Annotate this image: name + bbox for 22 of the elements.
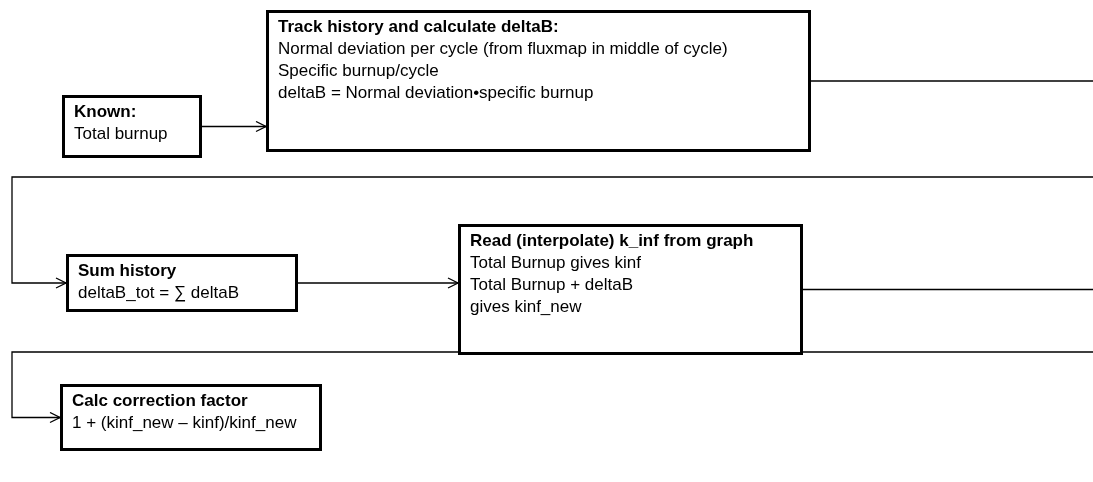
process-box [60,384,322,451]
box-text: Total Burnup gives kinf [470,252,643,274]
arrow [201,120,267,133]
box-text: Total Burnup + deltaB [470,274,635,296]
box-heading: Track history and calculate deltaB: [278,16,560,38]
box-heading: Sum history [78,260,178,282]
box-text: deltaB = Normal deviation•specific burnup [278,82,595,104]
process-box [66,254,298,312]
process-box [266,10,811,152]
box-heading: Known: [74,101,138,123]
box-text: Specific burnup/cycle [278,60,440,82]
box-text: 1 + (kinf_new – kinf)/kinf_new [72,412,298,434]
box-heading: Calc correction factor [72,390,249,412]
box-text: Normal deviation per cycle (from fluxmap in middle of cycle) [278,38,729,60]
process-box [458,224,803,355]
box-text: deltaB_tot = ∑ deltaB [78,282,240,304]
box-text: gives kinf_new [470,296,583,318]
process-box [62,95,202,158]
box-text: Total burnup [74,123,169,145]
arrow [297,277,459,289]
box-heading: Read (interpolate) k_inf from graph [470,230,755,252]
arrow [11,176,1093,289]
